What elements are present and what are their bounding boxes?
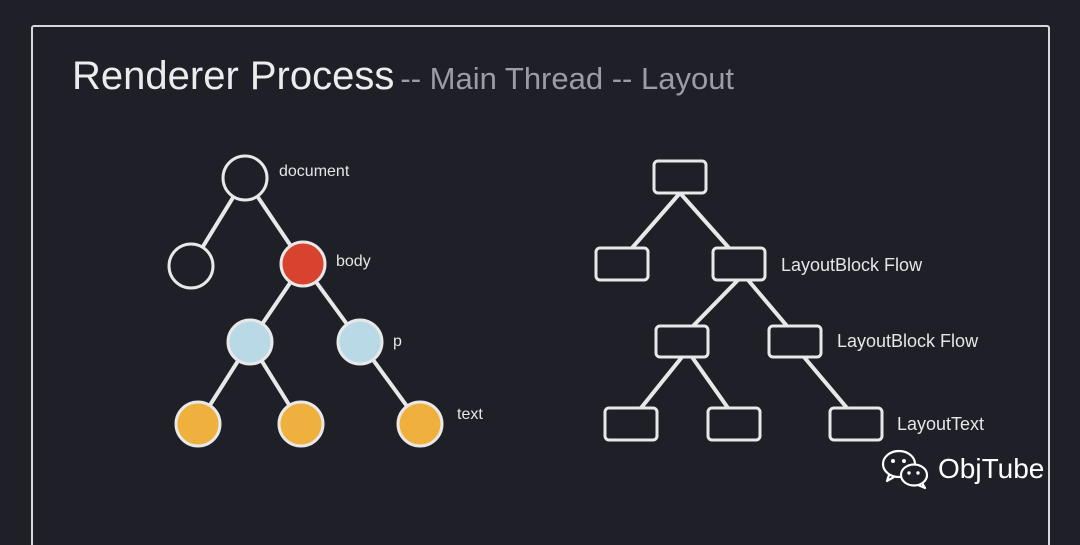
edge-blockflow-left xyxy=(691,278,740,328)
title-sub: -- Main Thread -- Layout xyxy=(400,61,735,96)
label-layouttext: LayoutText xyxy=(897,414,984,434)
label-text: text xyxy=(457,406,483,423)
layout-node-root xyxy=(652,159,708,195)
node-head xyxy=(167,242,215,290)
layout-node-blockflow-2 xyxy=(767,324,823,359)
slide-title: Renderer Process-- Main Thread -- Layout xyxy=(72,56,734,96)
label-layoutblock-flow-2: LayoutBlock Flow xyxy=(837,331,979,351)
label-document: document xyxy=(279,163,350,180)
diagrams: document body p text LayoutBlock Flow La… xyxy=(167,154,984,448)
layout-node-mid-left xyxy=(654,324,710,359)
node-body xyxy=(279,240,327,288)
layout-tree-nodes xyxy=(594,159,884,442)
label-layoutblock-flow-1: LayoutBlock Flow xyxy=(781,255,923,275)
layout-node-blockflow-1 xyxy=(711,246,767,282)
edge-root-left xyxy=(630,191,682,250)
node-text-3 xyxy=(396,400,444,448)
edge-mid-left-2 xyxy=(690,355,730,410)
node-p-left xyxy=(226,318,274,366)
watermark: ObjTube xyxy=(880,448,1044,490)
layout-node-layouttext xyxy=(828,406,884,442)
layout-node-leaf-2 xyxy=(706,406,762,442)
node-p-right xyxy=(336,318,384,366)
wechat-icon xyxy=(881,449,929,490)
watermark-text: ObjTube xyxy=(938,453,1045,484)
node-text-1 xyxy=(174,400,222,448)
dom-tree-nodes xyxy=(167,154,444,448)
edge-mid-left-1 xyxy=(639,355,684,410)
dom-tree-edges xyxy=(189,176,422,426)
edge-root-blockflow xyxy=(678,191,731,250)
label-body: body xyxy=(336,253,371,270)
node-document xyxy=(221,154,269,202)
edge-mid-right-text xyxy=(802,355,849,410)
title-main: Renderer Process xyxy=(72,54,395,98)
slide-frame xyxy=(31,25,1050,545)
layout-tree-edges xyxy=(630,191,849,410)
edge-blockflow-right xyxy=(746,278,789,328)
layout-node-left xyxy=(594,246,650,282)
node-text-2 xyxy=(277,400,325,448)
layout-node-leaf-1 xyxy=(603,406,659,442)
label-p: p xyxy=(393,333,402,350)
